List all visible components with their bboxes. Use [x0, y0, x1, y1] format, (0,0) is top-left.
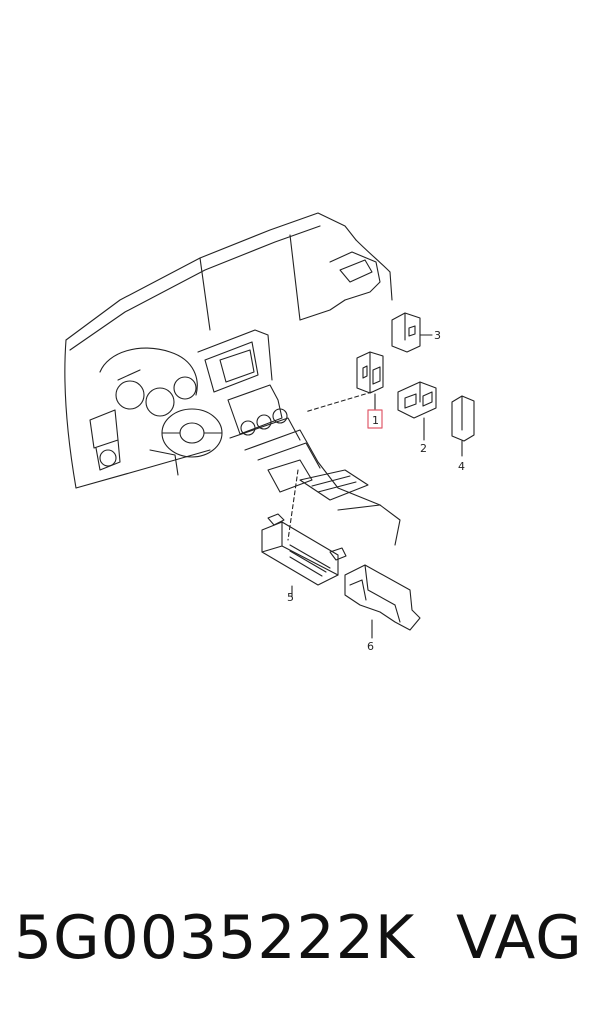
callout-4: 4: [458, 460, 465, 473]
callout-5: 5: [287, 591, 294, 604]
left-vent: [89, 409, 121, 471]
part-number-caption: 5G0035222K: [14, 903, 416, 973]
part-5-control-unit: [261, 513, 347, 597]
part-1-highlight-box: [367, 409, 383, 429]
callout-2: 2: [420, 442, 427, 455]
brand-caption: VAG: [456, 903, 583, 973]
leader-lines: [287, 391, 373, 541]
part-2-socket: [397, 381, 437, 441]
callout-1: 1: [372, 414, 379, 427]
steering-wheel: [149, 408, 223, 476]
part-4-cover: [451, 395, 475, 457]
callout-3: 3: [434, 329, 441, 342]
part-1-usb-module: [356, 351, 384, 411]
dashboard-outline: [64, 212, 393, 489]
center-stack: [197, 329, 301, 441]
exploded-parts-diagram: 1 2 3 4 5 6: [64, 212, 475, 653]
part-3-socket: [391, 312, 433, 353]
center-console: [244, 429, 401, 546]
part-6-bracket: [344, 564, 421, 639]
callout-6: 6: [367, 640, 374, 653]
instrument-cluster: [99, 347, 198, 417]
